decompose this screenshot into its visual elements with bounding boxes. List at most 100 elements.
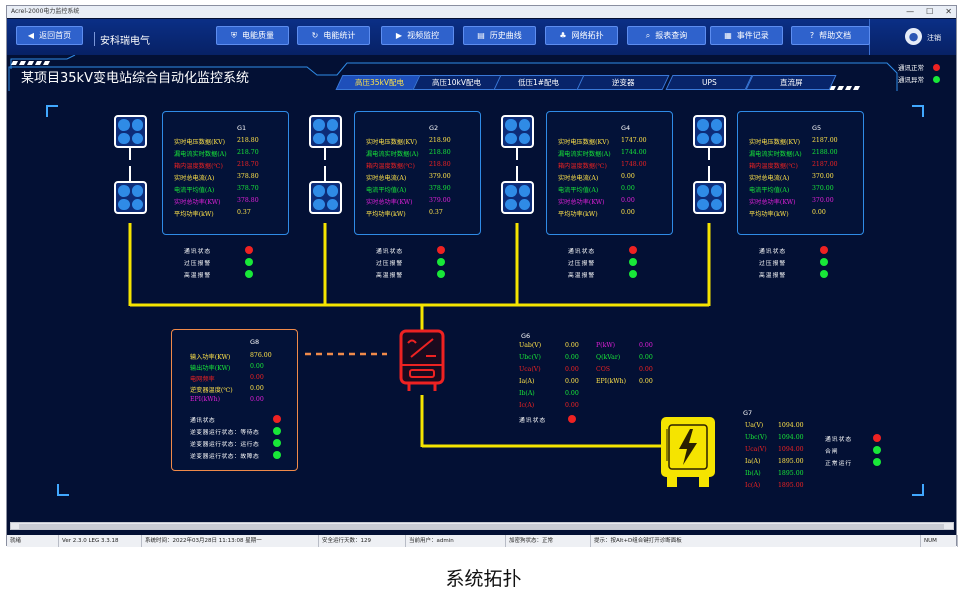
- metric-value: 1748.00: [621, 161, 647, 168]
- g3-breaker-icon-0[interactable]: [693, 115, 726, 148]
- g8-status-dot: [273, 427, 281, 435]
- status-label: 过压报警: [184, 261, 212, 267]
- metric-value: 218.80: [429, 149, 451, 156]
- status-num: NUM: [921, 535, 958, 547]
- status-indicator-dot: [245, 246, 253, 254]
- shield-icon: ⛨: [231, 30, 237, 40]
- nav-divider: [94, 32, 95, 46]
- back-home-button[interactable]: ◀返回首页: [16, 26, 83, 45]
- network-icon: ♣: [559, 31, 567, 40]
- g1-stem-2: [324, 166, 326, 181]
- minimize-icon[interactable]: —: [906, 7, 915, 16]
- g0-breaker-icon-1[interactable]: [114, 181, 147, 214]
- nav-item-6[interactable]: ▦事件记录: [710, 26, 783, 45]
- metric-label: 实时总功率(KW): [558, 199, 605, 206]
- nav-item-1[interactable]: ↻电能统计: [297, 26, 370, 45]
- nav-item-5[interactable]: ⌕报表查询: [627, 26, 706, 45]
- refresh-icon: ↻: [311, 31, 319, 40]
- g1-breaker-icon-1[interactable]: [309, 181, 342, 214]
- metric-value: 2187.00: [812, 161, 838, 168]
- nav-item-0[interactable]: ⛨电能质量: [216, 26, 289, 45]
- status-label: 通讯状态: [759, 249, 787, 255]
- g8-status-label: 逆变器运行状态：等待态: [190, 430, 260, 436]
- g1-breaker-icon-0[interactable]: [309, 115, 342, 148]
- g6-metric-value: 0.00: [565, 342, 579, 349]
- g2-breaker-icon-1[interactable]: [501, 181, 534, 214]
- status-label: 通讯状态: [184, 249, 212, 255]
- g7-status-label: 正常运行: [825, 461, 853, 467]
- top-navigation: ◀返回首页 安科瑞电气 ● 注销 ⛨电能质量↻电能统计▶视频监控▤历史曲线♣网络…: [7, 19, 956, 55]
- g7-status-dot: [873, 446, 881, 454]
- maximize-icon[interactable]: ☐: [926, 7, 934, 16]
- g7-metric-label: Ubc(V): [745, 434, 767, 441]
- metric-value: 218.80: [237, 137, 259, 144]
- g6-metric-label: Ubc(V): [519, 354, 541, 361]
- document-icon: ▦: [724, 31, 732, 40]
- horizontal-scrollbar[interactable]: [10, 522, 954, 530]
- status-version: Ver 2.3.0 LEG 3.3.18: [59, 535, 142, 547]
- status-label: 高温报警: [376, 273, 404, 279]
- back-arrow-icon: ◀: [27, 31, 35, 40]
- g0-breaker-icon-0[interactable]: [114, 115, 147, 148]
- metric-value: 379.00: [429, 197, 451, 204]
- nav-item-7[interactable]: ?帮助文档: [791, 26, 870, 45]
- g7-status-dot: [873, 434, 881, 442]
- video-icon: ▶: [395, 31, 403, 40]
- status-indicator-dot: [437, 258, 445, 266]
- g6-metric-value: 0.00: [565, 354, 579, 361]
- nav-item-2[interactable]: ▶视频监控: [381, 26, 454, 45]
- metric-value: 378.70: [237, 185, 259, 192]
- close-icon[interactable]: ✕: [945, 7, 952, 16]
- metric-label: 漏电流实时数据(A): [174, 151, 227, 158]
- metric-value: 370.00: [812, 173, 834, 180]
- g6-metric-value: 0.00: [565, 366, 579, 373]
- group-title: G2: [429, 124, 439, 132]
- status-bar: 就绪 Ver 2.3.0 LEG 3.3.18 系统时间：2022年03月28日…: [7, 535, 958, 547]
- metric-label: 箱内温度数据(℃): [174, 163, 223, 170]
- metric-label: 实时总电流(A): [749, 175, 790, 182]
- metric-label: 箱内温度数据(℃): [558, 163, 607, 170]
- group-panel-G5: [737, 111, 864, 235]
- metric-value: 218.70: [237, 161, 259, 168]
- status-ready: 就绪: [7, 535, 59, 547]
- metric-label: 实时电压数据(KV): [558, 139, 610, 146]
- g6-metric-label: Ib(A): [519, 390, 535, 397]
- g8-metric-label: 逆变器温度(℃): [190, 387, 233, 394]
- figure-caption: 系统拓扑: [445, 568, 522, 590]
- metric-value: 379.00: [429, 173, 451, 180]
- g7-metric-value: 1094.00: [778, 446, 804, 453]
- system-title: 某项目35kV变电站综合自动化监控系统: [21, 71, 249, 86]
- metric-label: 漏电流实时数据(A): [366, 151, 419, 158]
- g6-metric-label: COS: [596, 366, 611, 373]
- g7-metric-label: Uca(V): [745, 446, 767, 453]
- status-indicator-dot: [629, 270, 637, 278]
- legend-abnormal: 通讯异常: [898, 76, 924, 84]
- app-window: Acrel-2000电力监控系统 —☐✕ ◀返回首页 安科瑞电气 ● 注销 ⛨电…: [6, 5, 958, 547]
- charging-pile-icon[interactable]: [659, 415, 717, 490]
- status-user: 当前用户：admin: [406, 535, 506, 547]
- metric-value: 0.00: [621, 197, 635, 204]
- metric-label: 平均功率(kW): [174, 211, 214, 218]
- logout-link[interactable]: 注销: [927, 34, 941, 42]
- metric-value: 0.00: [812, 209, 826, 216]
- g8-status-dot: [273, 415, 281, 423]
- nav-item-4[interactable]: ♣网络拓扑: [545, 26, 618, 45]
- status-label: 通讯状态: [568, 249, 596, 255]
- g3-stem: [708, 148, 710, 160]
- status-days: 安全运行天数：129: [319, 535, 406, 547]
- g8-metric-value: 0.00: [250, 363, 264, 370]
- g2-breaker-icon-0[interactable]: [501, 115, 534, 148]
- g8-status-label: 通讯状态: [190, 418, 216, 424]
- status-label: 高温报警: [568, 273, 596, 279]
- scrollbar-thumb[interactable]: [19, 524, 944, 529]
- user-avatar-icon[interactable]: ●: [905, 28, 922, 45]
- nav-item-3[interactable]: ▤历史曲线: [463, 26, 536, 45]
- metric-label: 实时电压数据(KV): [749, 139, 801, 146]
- legend-normal: 通讯正常: [898, 64, 924, 72]
- inverter-icon[interactable]: [399, 329, 445, 397]
- g3-breaker-icon-1[interactable]: [693, 181, 726, 214]
- g6-metric-label: Ia(A): [519, 378, 535, 385]
- metric-label: 实时电压数据(KV): [366, 139, 418, 146]
- status-time: 系统时间：2022年03月28日 11:13:08 星期一: [142, 535, 319, 547]
- g7-title: G7: [743, 409, 753, 417]
